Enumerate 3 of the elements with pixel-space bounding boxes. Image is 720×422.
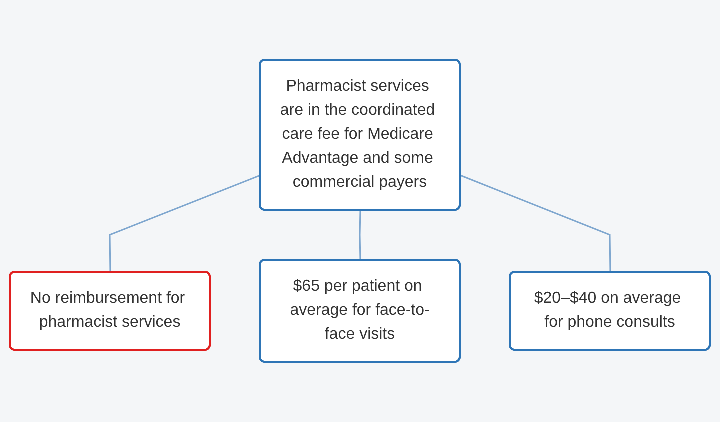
connector	[359, 210, 362, 261]
connector	[460, 174, 612, 273]
connector	[109, 174, 261, 273]
